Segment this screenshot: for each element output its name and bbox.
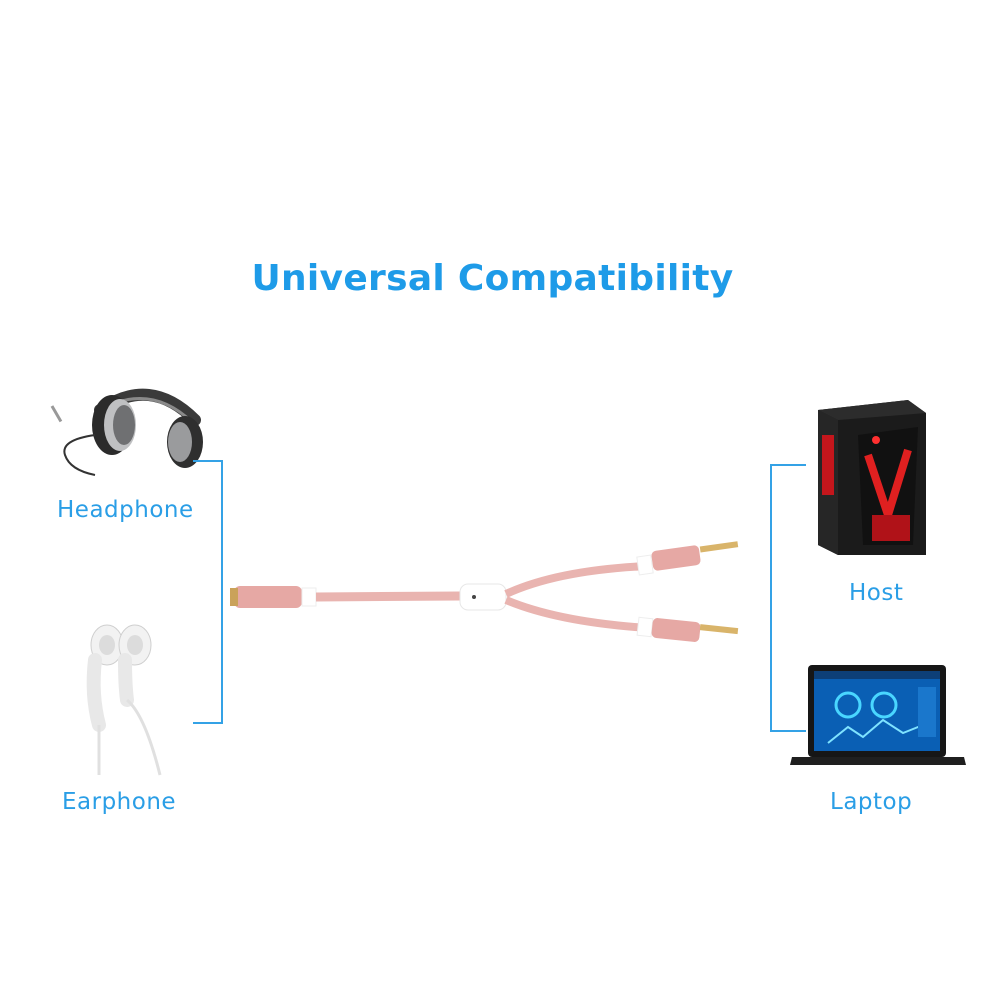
left-connector-bracket	[193, 460, 223, 724]
host-label: Host	[849, 580, 904, 606]
earphone-image	[86, 624, 162, 776]
headphone-image	[50, 388, 203, 476]
right-connector-bracket	[770, 464, 806, 732]
earphone-label: Earphone	[62, 789, 177, 815]
host-pc-image	[818, 400, 926, 555]
laptop-label: Laptop	[830, 789, 913, 815]
laptop-image	[790, 665, 966, 765]
headphone-label: Headphone	[57, 497, 194, 523]
audio-splitter-cable-image	[230, 541, 739, 642]
page-title: Universal Compatibility	[251, 258, 734, 299]
